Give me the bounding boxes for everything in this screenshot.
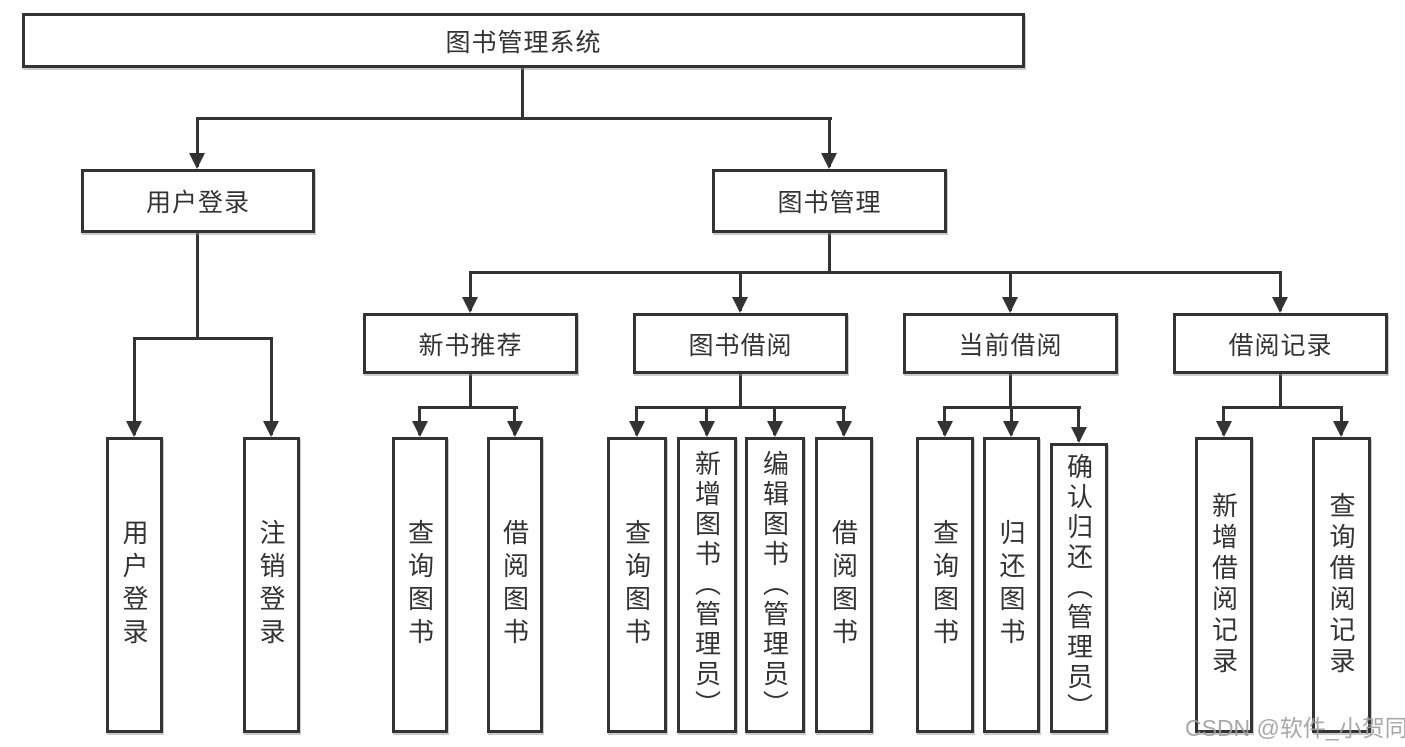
arrow-down-icon [189,153,205,169]
arrow-down-icon [1333,421,1349,437]
node-label: 借阅图书 [499,519,530,651]
connector-line [196,233,199,340]
arrow-down-icon [507,421,523,437]
connector-line [842,406,845,435]
node-label: 确认归还（管理员） [1063,453,1094,723]
connector-line [469,374,472,409]
node-add-book-admin-leaf: 新增图书（管理员） [677,437,737,733]
arrow-down-icon [1003,421,1019,437]
connector-line [196,117,832,120]
node-label: 查询借阅记录 [1326,492,1356,678]
connector-line [469,271,1282,274]
arrow-down-icon [937,421,953,437]
node-label: 借阅图书 [828,519,859,651]
node-user-login-leaf: 用户登录 [106,437,163,733]
arrow-down-icon [1071,427,1087,443]
arrow-down-icon [699,421,715,437]
connector-line [828,233,831,274]
node-new-book-recommend: 新书推荐 [363,313,578,374]
node-label: 用户登录 [119,519,149,651]
node-label: 当前借阅 [958,331,1063,360]
node-edit-book-admin-leaf: 编辑图书（管理员） [745,437,805,733]
node-label: 归还图书 [996,519,1026,651]
arrow-down-icon [1002,297,1018,313]
arrow-down-icon [462,297,478,313]
connector-line [1222,406,1225,435]
connector-line [418,406,421,435]
connector-line [418,406,518,409]
node-label: 新增图书（管理员） [691,450,722,720]
arrow-down-icon [836,421,852,437]
node-query-books-leaf: 查询图书 [916,437,974,733]
arrow-down-icon [263,421,279,437]
node-label: 编辑图书（管理员） [759,450,790,720]
node-label: 图书管理 [777,189,882,217]
node-label: 注销登录 [256,519,286,651]
arrow-down-icon [126,421,142,437]
connector-line [1009,374,1012,409]
watermark: CSDN @软件_小贺同学 [1185,715,1405,741]
node-add-borrow-record-leaf: 新增借阅记录 [1195,437,1253,733]
connector-line [133,337,136,435]
node-label: 图书借阅 [688,331,793,360]
arrow-down-icon [1272,297,1288,313]
node-book-borrow: 图书借阅 [633,313,848,374]
node-label: 查询图书 [404,519,435,651]
node-current-borrow: 当前借阅 [903,313,1118,374]
connector-line [943,406,946,435]
node-logout-leaf: 注销登录 [243,437,300,733]
connector-line [773,406,776,435]
node-label: 借阅记录 [1228,331,1333,360]
arrow-down-icon [629,421,645,437]
node-label: 用户登录 [145,189,250,217]
arrow-down-icon [821,153,837,169]
connector-line [1077,406,1080,441]
connector-line [635,406,638,435]
connector-line [133,337,273,340]
node-return-book-leaf: 归还图书 [983,437,1040,733]
connector-line [739,271,742,311]
node-user-login: 用户登录 [81,169,315,233]
connector-line [828,117,831,167]
node-book-management: 图书管理 [712,169,947,233]
arrow-down-icon [1216,421,1232,437]
connector-line [739,374,742,409]
connector-line [469,271,472,311]
connector-line [635,406,846,409]
connector-line [705,406,708,435]
arrow-down-icon [767,421,783,437]
node-label: 查询图书 [621,519,652,651]
connector-line [1279,271,1282,311]
connector-line [1222,406,1343,409]
connector-line [1340,406,1343,435]
connector-line [1010,406,1013,435]
arrow-down-icon [412,421,428,437]
node-query-borrow-record-leaf: 查询借阅记录 [1312,437,1371,733]
connector-line [513,406,516,435]
connector-line [270,337,273,435]
connector-line [1279,374,1282,409]
connector-line [196,117,199,167]
node-root: 图书管理系统 [22,13,1025,68]
node-borrow-book-leaf: 借阅图书 [815,437,873,733]
node-label: 查询图书 [929,519,960,651]
node-label: 新增借阅记录 [1208,492,1239,678]
node-borrow-records: 借阅记录 [1173,313,1388,374]
arrow-down-icon [732,297,748,313]
node-query-books-leaf: 查询图书 [607,437,667,733]
connector-line [1009,271,1012,311]
node-borrow-book-leaf: 借阅图书 [487,437,543,733]
node-label: 图书管理系统 [445,28,602,57]
node-query-books-leaf: 查询图书 [392,437,448,733]
node-confirm-return-admin-leaf: 确认归还（管理员） [1050,443,1108,733]
node-label: 新书推荐 [418,331,523,360]
connector-line [521,68,524,118]
